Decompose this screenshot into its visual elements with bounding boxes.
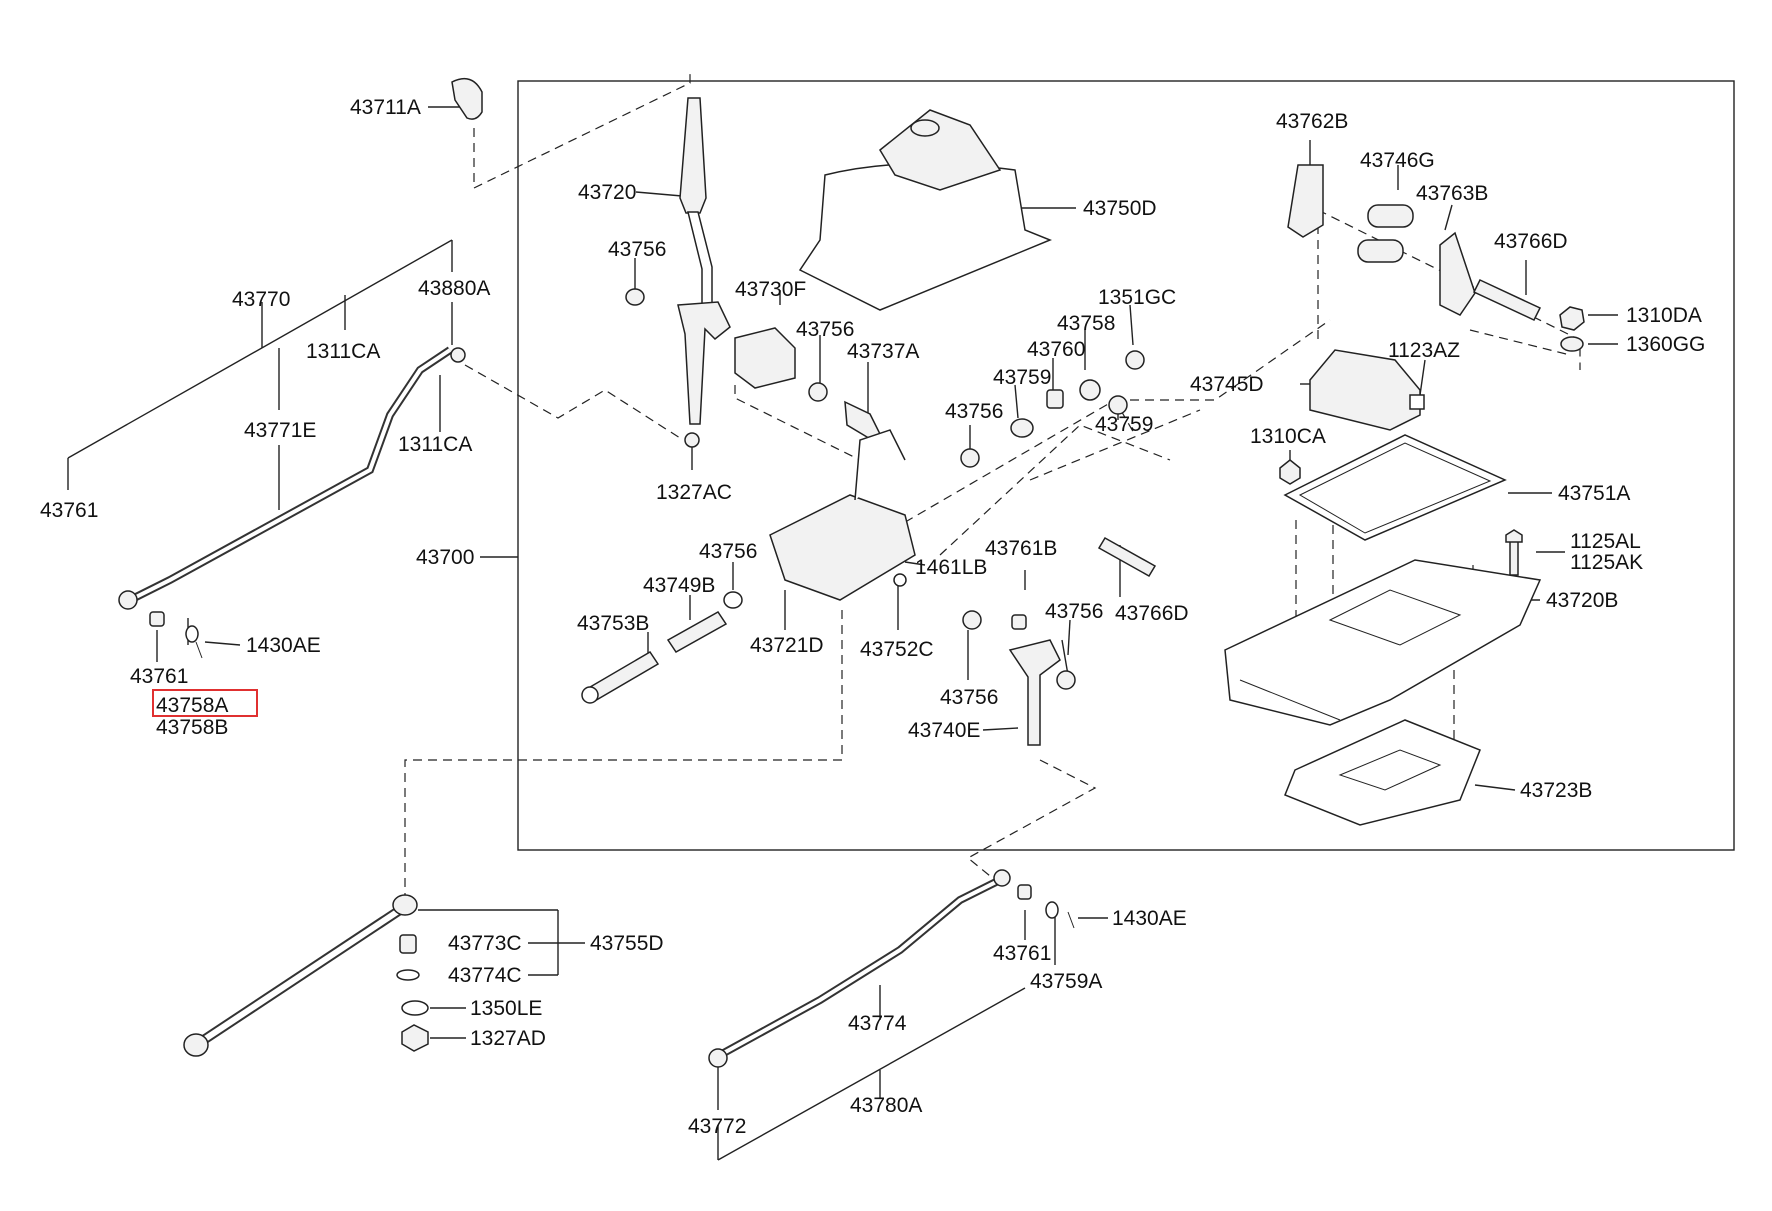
- label-43711A: 43711A: [350, 96, 421, 119]
- label-1350LE: 1350LE: [470, 997, 542, 1020]
- label-43758A: 43758A: [156, 694, 228, 717]
- label-43780A: 43780A: [850, 1094, 922, 1117]
- label-43762B: 43762B: [1276, 110, 1348, 133]
- parts: [118, 77, 1585, 1068]
- label-43737A: 43737A: [847, 340, 919, 363]
- highlight-box: [152, 689, 258, 717]
- label-43753B: 43753B: [577, 612, 649, 635]
- label-43730F: 43730F: [735, 278, 806, 301]
- label-1125AL: 1125AL: [1570, 530, 1641, 553]
- label-43759: 43759: [1095, 413, 1153, 436]
- label-43745D: 43745D: [1190, 373, 1264, 396]
- label-43740E: 43740E: [908, 719, 980, 742]
- label-43750D: 43750D: [1083, 197, 1157, 220]
- part-labels: 43711A 43720 43756 43770 43880A 1311CA 4…: [40, 96, 1705, 1138]
- label-43880A: 43880A: [418, 277, 490, 300]
- label-43766D: 43766D: [1115, 602, 1189, 625]
- label-1125AK: 1125AK: [1570, 551, 1643, 574]
- label-43760: 43760: [1027, 338, 1085, 361]
- label-43759A: 43759A: [1030, 970, 1102, 993]
- label-1310CA: 1310CA: [1250, 425, 1326, 448]
- label-1327AD: 1327AD: [470, 1027, 546, 1050]
- label-43721D: 43721D: [750, 634, 824, 657]
- label-43772: 43772: [688, 1115, 746, 1138]
- label-1461LB: 1461LB: [915, 556, 987, 579]
- label-43751A: 43751A: [1558, 482, 1630, 505]
- label-1311CA: 1311CA: [398, 433, 472, 456]
- label-43761B: 43761B: [985, 537, 1057, 560]
- label-43758: 43758: [1057, 312, 1115, 335]
- label-43756: 43756: [1045, 600, 1103, 623]
- label-1311CA: 1311CA: [306, 340, 380, 363]
- label-43766D: 43766D: [1494, 230, 1568, 253]
- label-1327AC: 1327AC: [656, 481, 732, 504]
- label-43761: 43761: [40, 499, 98, 522]
- label-43759: 43759: [993, 366, 1051, 389]
- label-43756: 43756: [796, 318, 854, 341]
- label-43756: 43756: [945, 400, 1003, 423]
- label-43723B: 43723B: [1520, 779, 1592, 802]
- label-1351GC: 1351GC: [1098, 286, 1176, 309]
- label-43756: 43756: [699, 540, 757, 563]
- assembly-frame: [517, 80, 1735, 851]
- label-43749B: 43749B: [643, 574, 715, 597]
- label-43774: 43774: [848, 1012, 907, 1035]
- label-43771E: 43771E: [244, 419, 316, 442]
- label-43758B: 43758B: [156, 716, 228, 739]
- label-1360GG: 1360GG: [1626, 333, 1705, 356]
- label-43774C: 43774C: [448, 964, 522, 987]
- label-1123AZ: 1123AZ: [1388, 339, 1460, 362]
- label-43761: 43761: [130, 665, 188, 688]
- label-43763B: 43763B: [1416, 182, 1488, 205]
- label-1430AE: 1430AE: [1112, 907, 1187, 930]
- label-43700: 43700: [416, 546, 474, 569]
- label-43756: 43756: [940, 686, 998, 709]
- label-43761: 43761: [993, 942, 1051, 965]
- label-43720B: 43720B: [1546, 589, 1618, 612]
- label-1310DA: 1310DA: [1626, 304, 1702, 327]
- label-43770: 43770: [232, 288, 290, 311]
- label-43756: 43756: [608, 238, 666, 261]
- label-43746G: 43746G: [1360, 149, 1435, 172]
- label-1430AE: 1430AE: [246, 634, 321, 657]
- label-43755D: 43755D: [590, 932, 664, 955]
- label-43773C: 43773C: [448, 932, 522, 955]
- label-43720: 43720: [578, 181, 636, 204]
- label-43752C: 43752C: [860, 638, 934, 661]
